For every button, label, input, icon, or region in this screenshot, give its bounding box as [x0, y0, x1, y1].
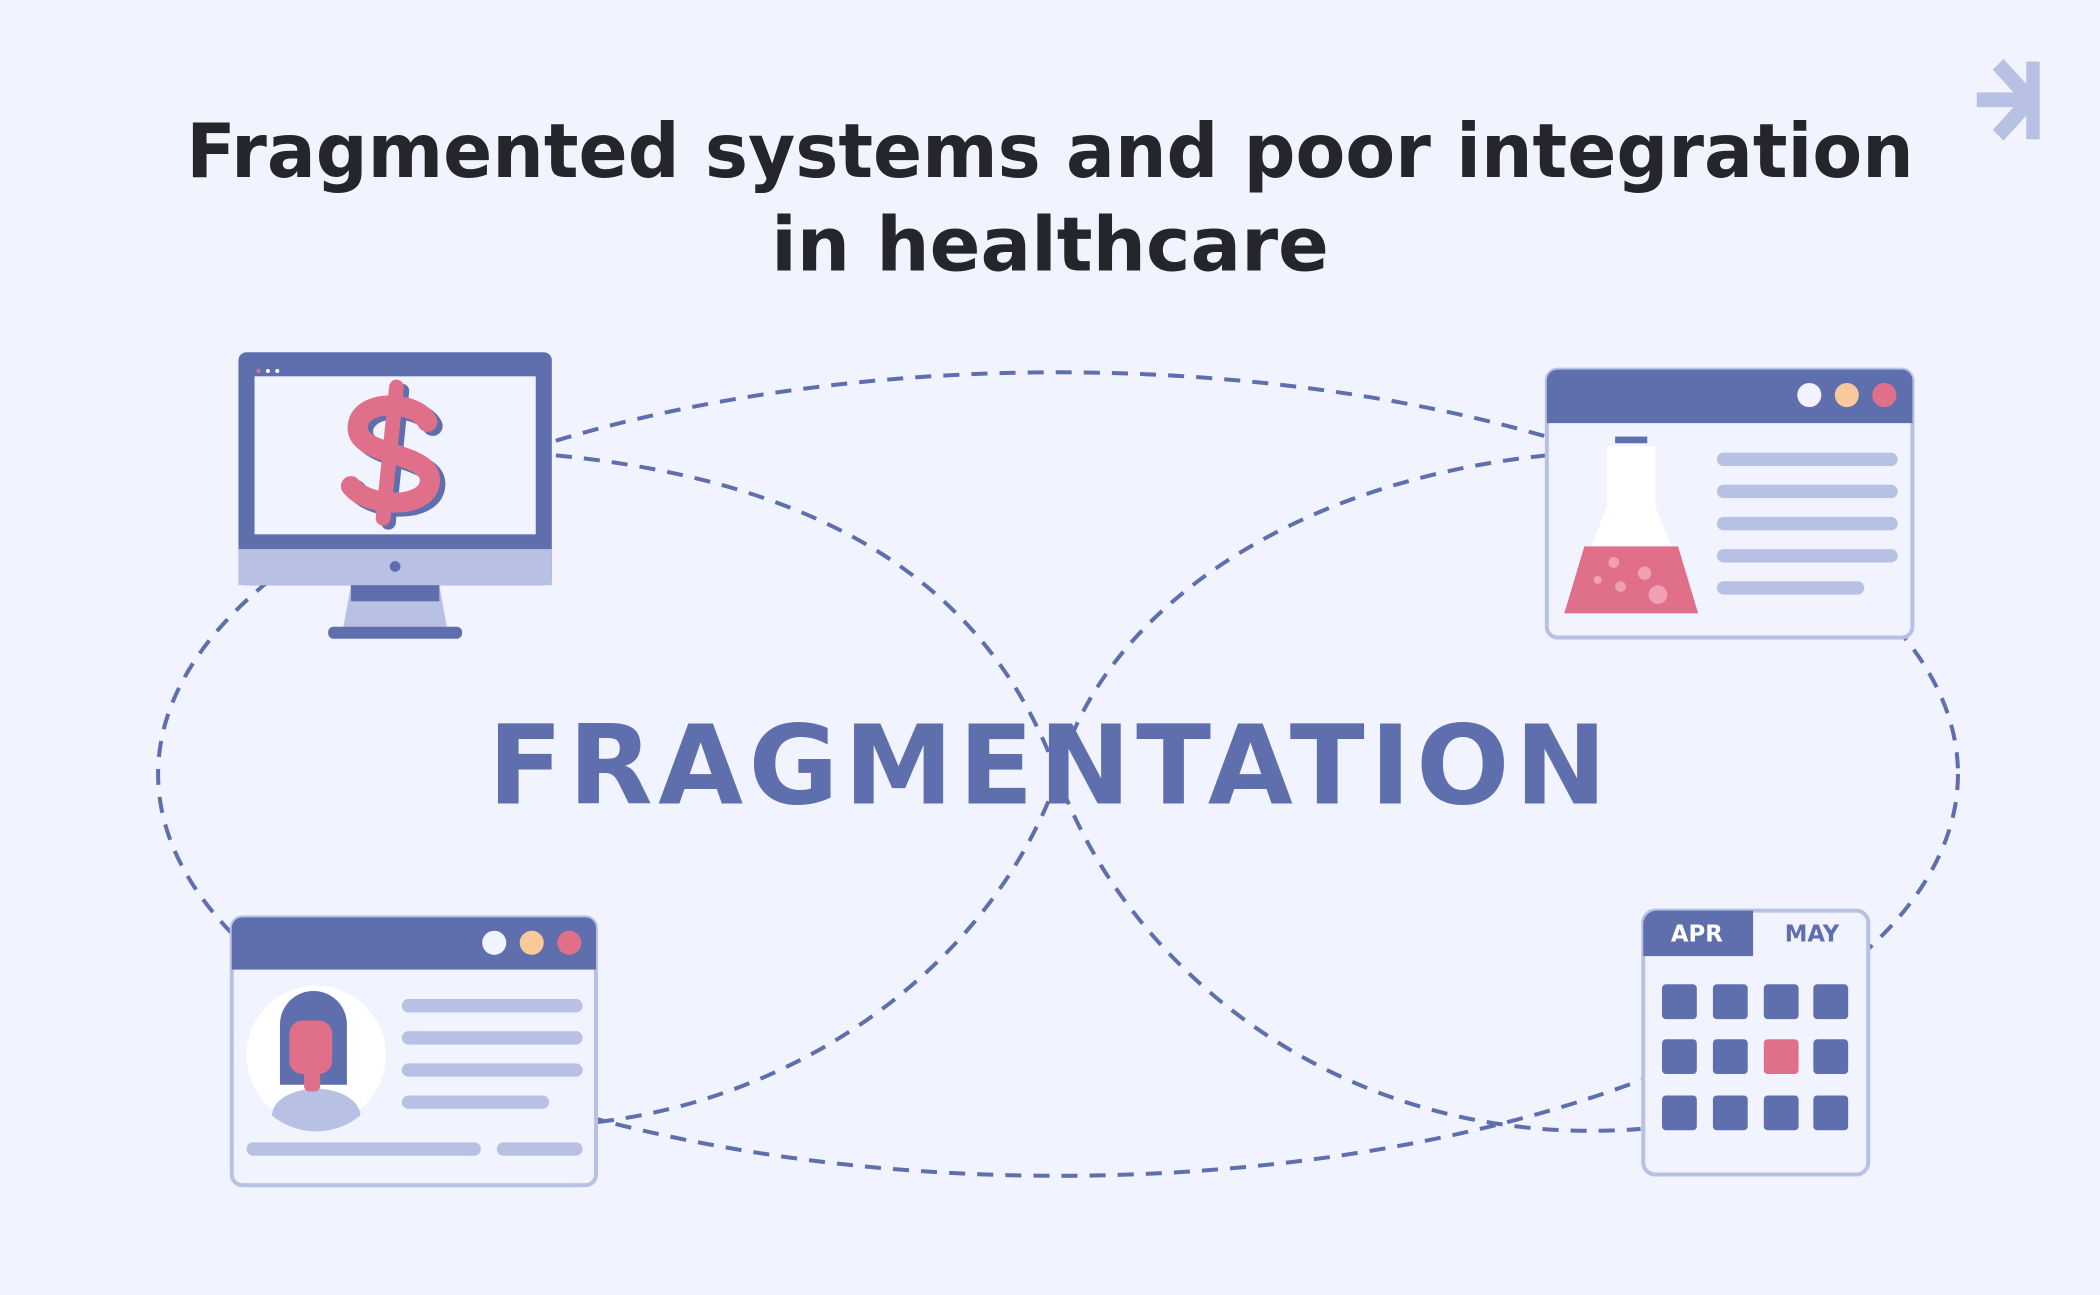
outer-dashed-ellipse — [156, 370, 1960, 1178]
lab-flask-window-icon — [1544, 367, 1915, 640]
calendar-tab-apr[interactable] — [1643, 910, 1754, 957]
calendar-tab-may-label[interactable]: MAY — [1785, 921, 1840, 947]
calendar-tab-apr-label: APR — [1671, 921, 1723, 947]
fragmentation-label: FRAGMENTATION — [488, 702, 1612, 830]
dashed-curve-monitor-to-calendar — [555, 453, 1641, 1133]
title-line-2: in healthcare — [771, 201, 1329, 289]
title-line-1: Fragmented systems and poor integration — [186, 107, 1914, 195]
logo-arrow-icon — [1976, 58, 2040, 141]
calendar-icon: APR MAY — [1641, 908, 1871, 1177]
dashed-curve-lab-to-profile — [595, 453, 1548, 1125]
dollar-sign-icon — [340, 379, 446, 530]
dashed-connections — [156, 370, 1960, 1178]
patient-profile-window-icon — [229, 915, 599, 1188]
monitor-dollar-icon — [238, 352, 552, 639]
